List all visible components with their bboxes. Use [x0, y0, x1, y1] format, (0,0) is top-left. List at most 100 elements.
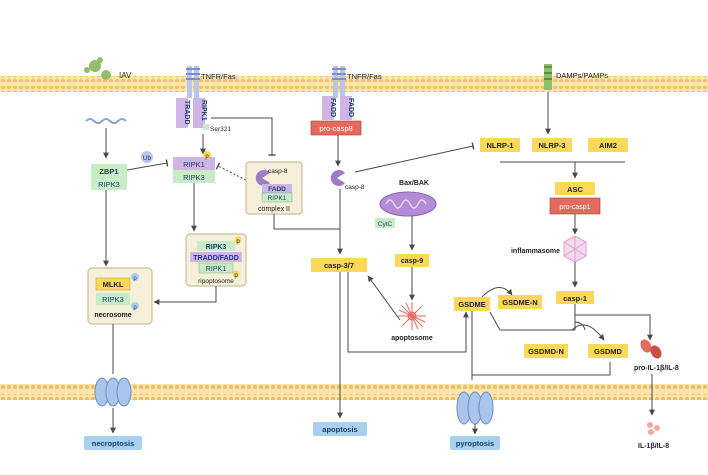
gsdmd-box — [588, 344, 628, 358]
asc-box — [555, 182, 595, 195]
gsdmd-label: GSDMD — [594, 347, 623, 356]
ripk3-nec-label: RIPK3 — [102, 295, 124, 304]
ser321-label: Ser321 — [210, 126, 231, 133]
bottom-membrane — [0, 384, 708, 400]
rna-strand-icon — [85, 118, 127, 124]
fadd-complex-box — [262, 184, 292, 193]
pyroptosis-box — [450, 436, 500, 450]
casp9-label: casp-9 — [401, 258, 423, 265]
asc-label: ASC — [567, 185, 583, 194]
zbp1-label: ZBP1 — [99, 167, 118, 176]
tradd-label: TRADD — [183, 100, 190, 125]
phospho-label: p — [234, 273, 238, 279]
inflammasome-label: inflammasome — [511, 248, 560, 255]
phospho-label: p — [133, 276, 137, 282]
necrosome-label: necrosome — [94, 312, 131, 319]
pro-casp8-label: pro-casp8 — [319, 124, 352, 133]
apoptosome-icon — [398, 302, 426, 330]
tradd-box — [176, 98, 188, 128]
ser321-marker — [203, 124, 209, 130]
ripk1-main-box — [173, 157, 215, 170]
ripoptosome-label: ripoptosome — [198, 278, 234, 285]
casp1-label: casp-1 — [563, 294, 587, 303]
ripk3-rip-label: RIPK3 — [206, 244, 227, 251]
damps-receptor-icon — [544, 64, 552, 90]
pyroptosis-label: pyroptosis — [456, 439, 494, 448]
tnfr-fas-label-1: TNFR/Fas — [201, 72, 236, 81]
ripk3-main-label: RIPK3 — [183, 173, 205, 182]
fadd-right-box — [340, 96, 352, 120]
il-label: IL-1β/IL-8 — [638, 443, 669, 450]
ripk1-receptor-label: RIPK1 — [200, 100, 207, 121]
phospho-icon — [232, 270, 240, 278]
mlkl-box — [95, 277, 131, 291]
fadd-right-label: FADD — [347, 98, 354, 117]
necroptosis-label: necroptosis — [92, 439, 135, 448]
tradd-fadd-label: TRADD/FADD — [193, 255, 239, 262]
gsdme-n-label: GSDME-N — [502, 298, 537, 307]
pro-il-label: pro-IL-1β/IL-8 — [634, 365, 679, 372]
ripk1-complex-label: RIPK1 — [268, 195, 287, 202]
nlrp3-box — [532, 138, 572, 152]
complex-ii-label: complex II — [258, 206, 290, 213]
apoptosis-label: apoptosis — [322, 425, 357, 434]
casp9-box — [395, 254, 429, 267]
ripk1-rip-label: RIPK1 — [206, 266, 226, 273]
casp8-complex-label: casp-8 — [268, 168, 288, 175]
casp37-box — [311, 258, 367, 272]
nlrp1-label: NLRP-1 — [486, 141, 513, 150]
phospho-icon — [234, 236, 242, 244]
necroptosis-box — [84, 436, 142, 450]
ripk1-main-label: RIPK1 — [183, 160, 205, 169]
bax-bak-label: Bax/BAK — [399, 180, 429, 187]
ripk1-rip-box — [198, 262, 234, 274]
casp8-free-label: casp-8 — [345, 184, 365, 191]
zbp1-box — [91, 164, 127, 177]
gasdermin-pore-icon — [456, 391, 494, 425]
iav-label: IAV — [119, 71, 132, 80]
nlrp3-label: NLRP-3 — [538, 141, 565, 150]
tnfr-receptor-icon — [186, 66, 200, 98]
aim2-label: AIM2 — [599, 141, 617, 150]
pro-il-icon — [640, 339, 662, 359]
phospho-icon — [203, 151, 211, 159]
ubiquitin-icon — [141, 151, 153, 163]
top-membrane — [0, 76, 708, 92]
apoptosis-box — [313, 422, 367, 436]
tnfr-receptor-icon — [332, 66, 346, 98]
phospho-icon — [131, 273, 139, 281]
mitochondrion-icon — [379, 191, 437, 217]
tradd-fadd-box — [190, 252, 242, 262]
ripk3-nec-box — [96, 293, 130, 305]
il-icon — [647, 422, 660, 435]
phospho-label: p — [133, 305, 137, 311]
phospho-icon — [131, 302, 139, 310]
ub-label: Ub — [143, 155, 152, 162]
gsdmd-n-box — [524, 344, 568, 358]
mlkl-pore-icon — [94, 377, 132, 407]
phospho-label: p — [205, 154, 209, 160]
gsdme-box — [454, 297, 490, 311]
casp8-free-icon — [330, 170, 345, 186]
virus-icon — [84, 57, 111, 80]
damps-pamps-label: DAMPs/PAMPs — [556, 71, 608, 80]
ripk3-rip-box — [197, 241, 235, 251]
casp1-box — [556, 291, 594, 304]
fadd-left-box — [322, 96, 334, 120]
fadd-complex-label: FADD — [268, 186, 286, 193]
nlrp1-box — [480, 138, 520, 152]
ripk1-complex-box — [261, 192, 293, 203]
casp37-label: casp-3/7 — [324, 261, 354, 270]
tnfr-fas-label-2: TNFR/Fas — [347, 72, 382, 81]
gsdmd-n-label: GSDMD-N — [528, 347, 564, 356]
apoptosome-label: apoptosome — [391, 335, 433, 342]
ripk3-zbp1-box — [91, 177, 127, 190]
ripk3-main-box — [173, 170, 215, 183]
phospho-label: p — [236, 239, 240, 245]
aim2-box — [588, 138, 628, 152]
fadd-left-label: FADD — [329, 98, 336, 117]
inflammasome-icon — [563, 235, 587, 263]
pro-casp8-box — [310, 120, 362, 136]
casp8-pacman-icon — [255, 170, 270, 186]
